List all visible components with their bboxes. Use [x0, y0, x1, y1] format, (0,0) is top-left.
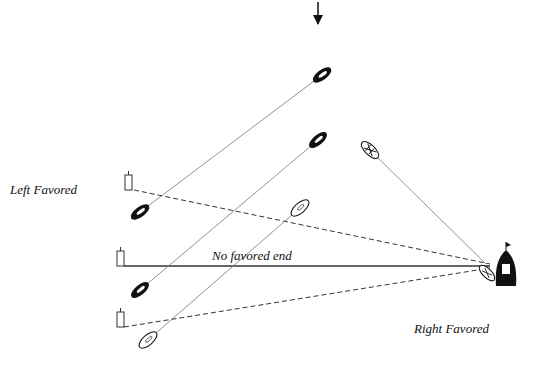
line-label: Left Favored — [10, 183, 77, 197]
boat-tracks — [140, 75, 486, 340]
line-label: No favored end — [212, 249, 292, 263]
right-favored-line — [124, 268, 490, 327]
square-line — [124, 265, 490, 267]
black-boats — [128, 64, 334, 301]
left-favored-line — [134, 190, 490, 264]
wind-arrow — [317, 2, 319, 24]
line-label: Right Favored — [414, 322, 489, 336]
committee-boat — [496, 242, 516, 286]
pin-buoys — [117, 171, 132, 327]
white-boats — [136, 139, 497, 351]
